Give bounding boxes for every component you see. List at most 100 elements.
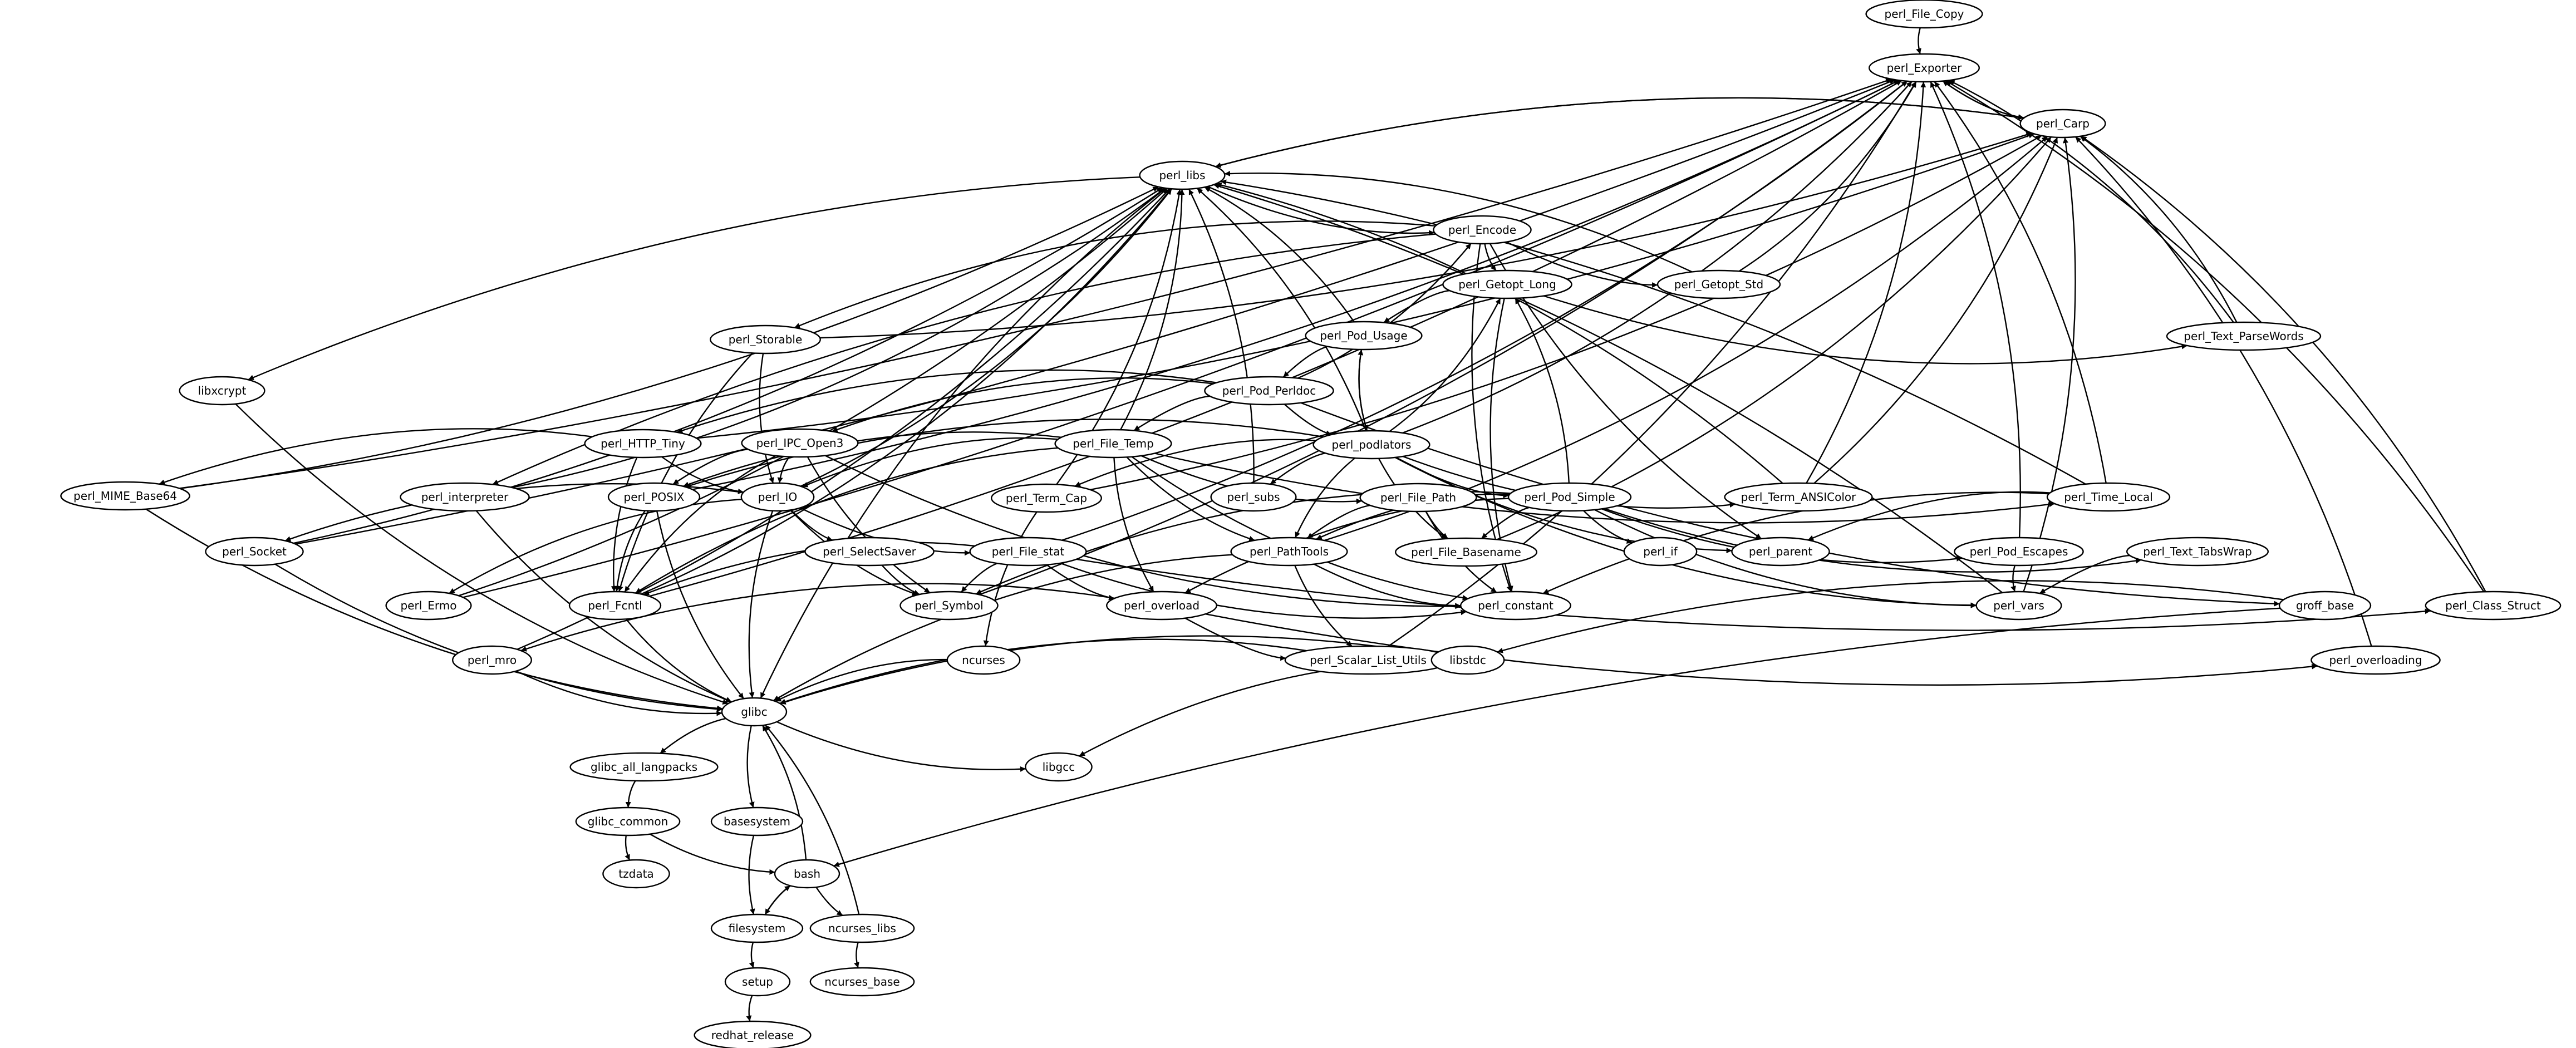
node-label: groff_base [2296,599,2354,612]
edge-perl-storable-to-perl-io [759,353,774,484]
edge-perl-posix-to-perl-exporter [692,80,1900,490]
edge-perl-podlators-to-perl-posix [685,419,1324,488]
node-label: perl_Pod_Simple [1524,490,1615,504]
edge-perl-libs-to-libxcrypt [248,176,1140,381]
node-label: perl_Pod_Escapes [1970,545,2068,558]
edge-perl-file-temp-to-perl-pathtools [1126,456,1255,542]
node-label: perl_File_stat [992,545,1065,558]
edge-perl-libs-to-glibc [760,188,1167,699]
edges-layer [145,27,2486,1022]
node-shape [741,428,859,458]
node-perl-mime-base64: perl_MIME_Base64 [60,481,190,511]
edge-perl-selectsaver-to-perl-symbol [881,564,920,596]
edge-glibc-to-basesystem [746,725,755,808]
edge-perl-mro-to-glibc [515,670,722,716]
edge-perl-mime-base64-to-perl-exporter [179,78,1892,489]
node-label: setup [742,975,773,988]
node-label: perl_Storable [729,333,803,346]
edge-perl-encode-to-perl-getopt-long [1484,243,1497,272]
node-perl-time-local: perl_Time_Local [2046,482,2171,512]
node-shape [400,482,530,512]
edge-perl-text-parsewords-to-perl-carp [2080,135,2238,323]
edge-perl-podlators-to-perl-libs [1196,188,1367,431]
node-shape [946,645,1021,675]
node-shape [1204,376,1334,406]
node-shape [2126,537,2269,567]
node-shape [1442,269,1572,299]
node-label: perl_Encode [1448,223,1516,237]
node-label: perl_Symbol [915,599,983,612]
node-shape [1868,53,1980,83]
edge-perl-interpreter-to-perl-libs [512,187,1166,489]
edge-perl-pathtools-to-perl-constant [1314,563,1461,609]
edge-perl-pod-simple-to-perl-getopt-long [1515,298,1570,484]
node-shape [1139,160,1226,190]
node-perl-interpreter: perl_interpreter [400,482,530,512]
node-shape [721,697,788,727]
edge-perl-socket-to-glibc [274,563,722,712]
edge-perl-http-tiny-to-perl-fcntl [611,457,638,592]
node-perl-file-stat: perl_File_stat [969,537,1087,567]
node-label: libxcrypt [198,384,247,397]
node-shape [1507,482,1632,512]
node-label: perl_Ermo [400,599,456,612]
edge-perl-file-path-to-perl-pathtools [1306,504,1370,539]
edge-perl-file-temp-to-perl-fcntl [635,447,1058,594]
node-ncurses: ncurses [946,645,1021,675]
edge-perl-pod-escapes-to-perl-vars [2010,565,2016,592]
node-perl-posix: perl_POSIX [607,482,701,512]
node-label: perl_File_Temp [1073,437,1154,450]
edge-perl-ipc-open3-to-perl-fcntl [624,455,776,593]
node-perl-pod-escapes: perl_Pod_Escapes [1954,537,2084,567]
edge-perl-socket-to-perl-exporter [295,79,1896,545]
edge-perl-io-to-perl-libs [800,188,1173,487]
node-perl-vars: perl_vars [1975,591,2062,621]
node-label: redhat_release [711,1029,794,1042]
edge-setup-to-redhat-release [746,995,753,1022]
node-label: perl_Term_ANSIColor [1741,490,1856,504]
node-shape [709,324,821,355]
edge-perl-libs-to-perl-encode [1207,186,1435,236]
edge-perl-encode-to-perl-storable [794,220,1436,328]
node-bash: bash [774,859,840,889]
edge-perl-term-ansicolor-to-perl-exporter [1806,81,1926,484]
edge-perl-pod-perldoc-to-perl-podlators [1284,404,1332,436]
node-shape [569,752,719,782]
edge-perl-pod-perldoc-to-perl-http-tiny [676,369,1217,434]
node-shape [740,482,815,512]
edge-perl-file-temp-to-perl-overload [1113,457,1154,592]
node-perl-file-basename: perl_File_Basename [1394,537,1537,567]
node-perl-getopt-std: perl_Getopt_Std [1656,269,1781,299]
edge-perl-pod-usage-to-perl-libs [1204,186,1355,322]
node-label: glibc [741,705,768,719]
edge-perl-getopt-std-to-perl-libs [1224,170,1693,273]
node-label: perl_Fcntl [588,599,642,612]
node-label: ncurses_base [824,975,899,988]
node-shape [694,1020,812,1048]
node-perl-socket: perl_Socket [205,537,304,567]
node-perl-storable: perl_Storable [709,324,821,355]
edge-perl-posix-to-glibc [656,510,745,700]
edge-perl-podlators-to-perl-pod-usage [1358,349,1368,431]
node-perl-overload: perl_overload [1105,591,1217,621]
edge-groff-base-to-bash [833,607,2280,867]
node-perl-term-cap: perl_Term_Cap [990,483,1102,513]
node-label: perl_libs [1159,169,1205,182]
node-perl-text-tabswrap: perl_Text_TabsWrap [2126,537,2269,567]
node-setup: setup [724,967,791,997]
node-shape [2425,591,2562,621]
node-label: perl_Socket [222,545,287,558]
edge-perl-pod-simple-to-perl-vars [1594,509,1977,608]
edge-perl-carp-to-perl-libs [1215,97,2024,168]
node-label: perl_Class_Struct [2445,599,2541,612]
edge-glibc-to-libgcc [776,721,1026,772]
node-label: perl_Getopt_Long [1458,278,1556,291]
edge-ncurses-to-glibc [775,658,947,702]
node-redhat-release: redhat_release [694,1020,812,1048]
node-label: libstdc [1449,653,1486,667]
node-shape [990,483,1102,513]
edge-bash-to-filesystem [764,885,791,916]
node-tzdata: tzdata [602,859,670,889]
node-perl-http-tiny: perl_HTTP_Tiny [584,429,702,459]
edge-perl-pod-escapes-to-perl-exporter [1930,81,2021,538]
